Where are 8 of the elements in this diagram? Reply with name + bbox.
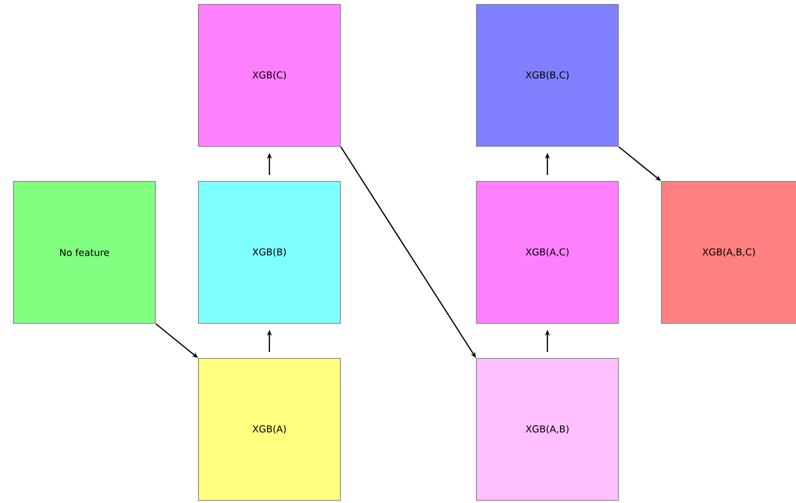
model-box: XGB(A,B,C) — [661, 181, 796, 324]
model-box: XGB(A) — [198, 358, 341, 501]
model-box: XGB(B) — [198, 181, 341, 324]
model-box: XGB(A,C) — [476, 181, 619, 324]
model-box: No feature — [13, 181, 156, 324]
model-box: XGB(C) — [198, 4, 341, 147]
model-box: XGB(A,B) — [476, 358, 619, 501]
model-box: XGB(B,C) — [476, 4, 619, 147]
